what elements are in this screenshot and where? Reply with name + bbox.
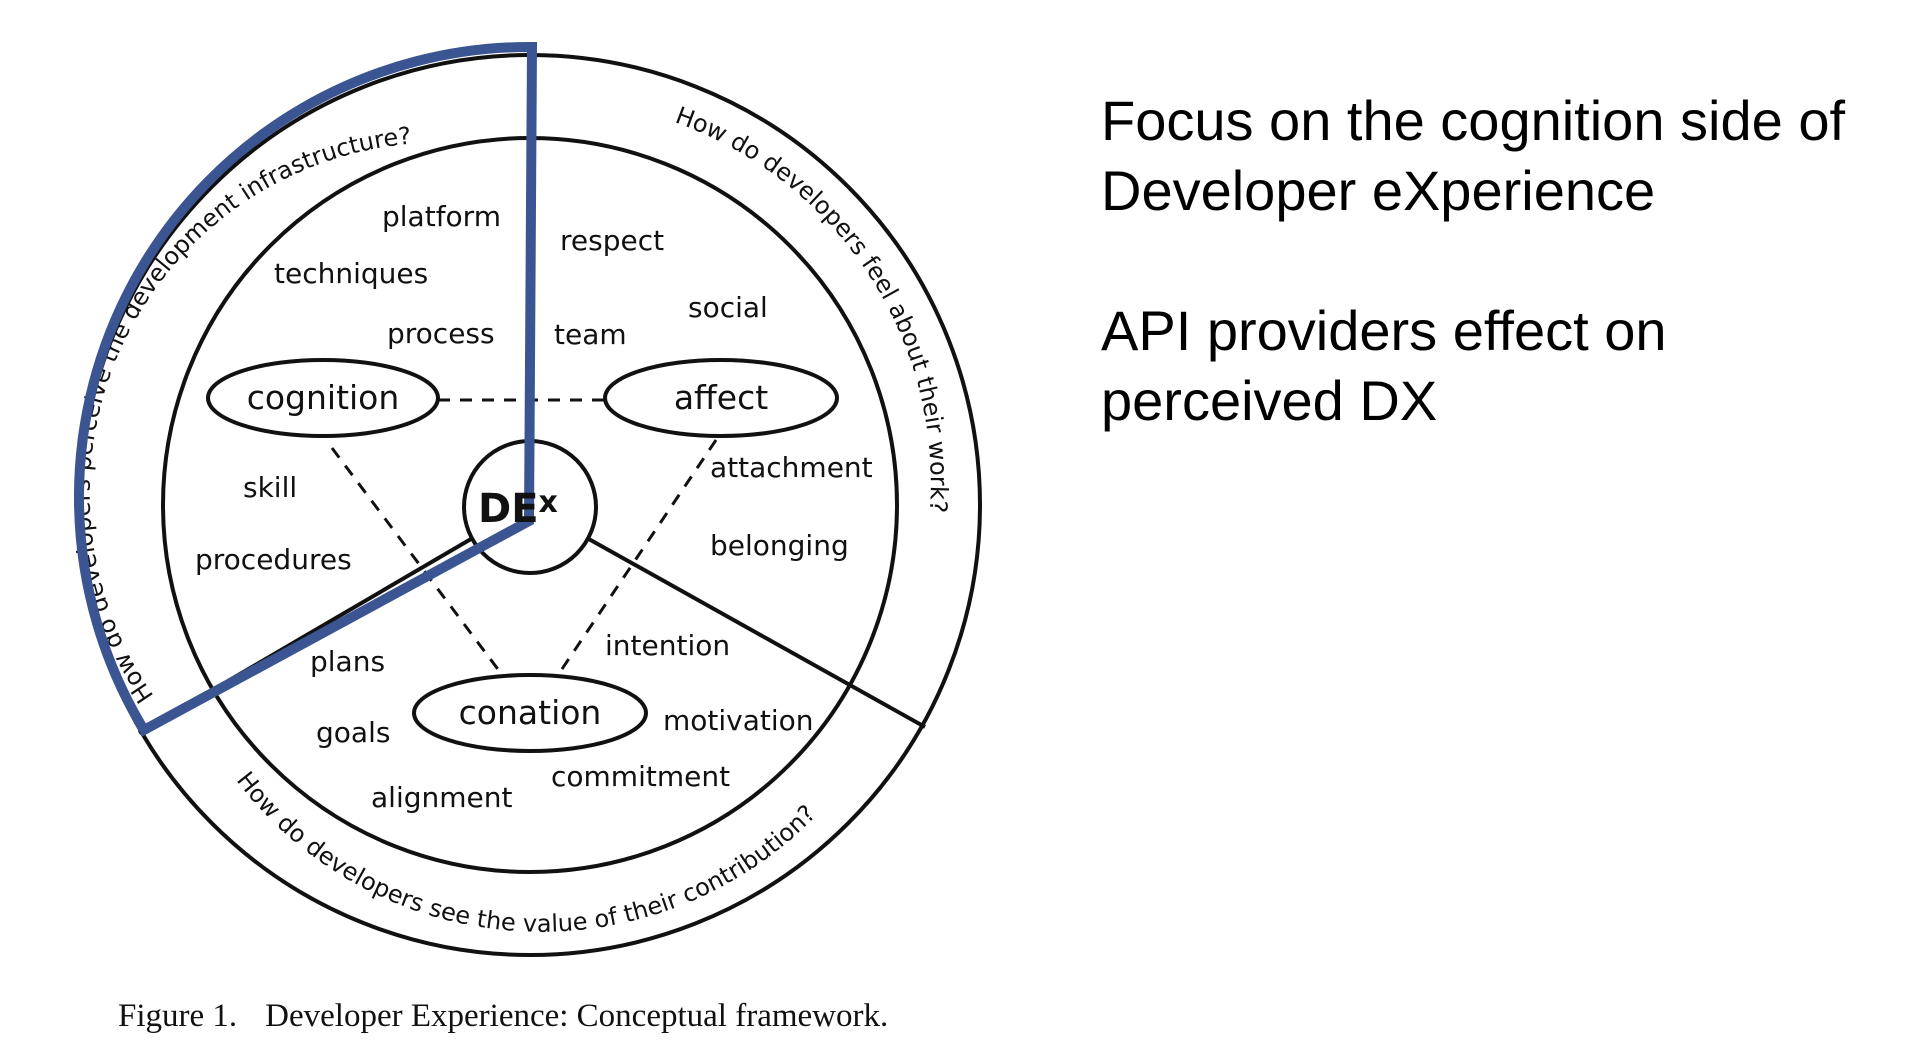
term-plans: plans	[310, 645, 385, 678]
term-alignment: alignment	[371, 781, 512, 814]
affect-label: affect	[674, 378, 768, 417]
api-line-1: API providers effect on	[1101, 299, 1667, 362]
term-social: social	[688, 291, 768, 324]
affect-node	[603, 358, 839, 438]
dashed-link-cognition-conation	[330, 447, 502, 673]
focus-line-2: Developer eXperience	[1101, 159, 1656, 222]
term-motivation: motivation	[663, 704, 814, 737]
term-commitment: commitment	[551, 760, 730, 793]
term-respect: respect	[560, 224, 664, 257]
conation-node	[412, 673, 648, 753]
term-skill: skill	[243, 471, 297, 504]
term-attachment: attachment	[710, 451, 873, 484]
cognition-node	[206, 358, 440, 438]
term-team: team	[554, 318, 627, 351]
term-platform: platform	[382, 200, 501, 233]
term-goals: goals	[316, 716, 390, 749]
api-statement: API providers effect on perceived DX	[1101, 296, 1667, 436]
focus-line-1: Focus on the cognition side of	[1101, 89, 1846, 152]
api-line-2: perceived DX	[1101, 369, 1438, 432]
term-belonging: belonging	[710, 529, 849, 562]
term-techniques: techniques	[274, 257, 428, 290]
conation-label: conation	[459, 693, 602, 732]
figure-caption-text: Developer Experience: Conceptual framewo…	[265, 998, 889, 1034]
dex-center-label: DEx	[478, 485, 558, 532]
term-intention: intention	[605, 629, 730, 662]
dx-framework-diagram: cognition affect conation How do develop…	[68, 41, 982, 957]
divider-right	[586, 536, 926, 729]
figure-caption: Figure 1. Developer Experience: Conceptua…	[118, 998, 888, 1035]
figure-number: Figure 1.	[118, 998, 238, 1034]
focus-statement: Focus on the cognition side of Developer…	[1101, 86, 1845, 226]
cognition-sector-highlight	[73, 41, 538, 737]
term-process: process	[387, 317, 495, 350]
cognition-label: cognition	[247, 378, 400, 417]
dashed-link-affect-conation	[558, 439, 718, 673]
conation-question: How do developers see the value of their…	[231, 766, 821, 938]
term-procedures: procedures	[195, 543, 352, 576]
